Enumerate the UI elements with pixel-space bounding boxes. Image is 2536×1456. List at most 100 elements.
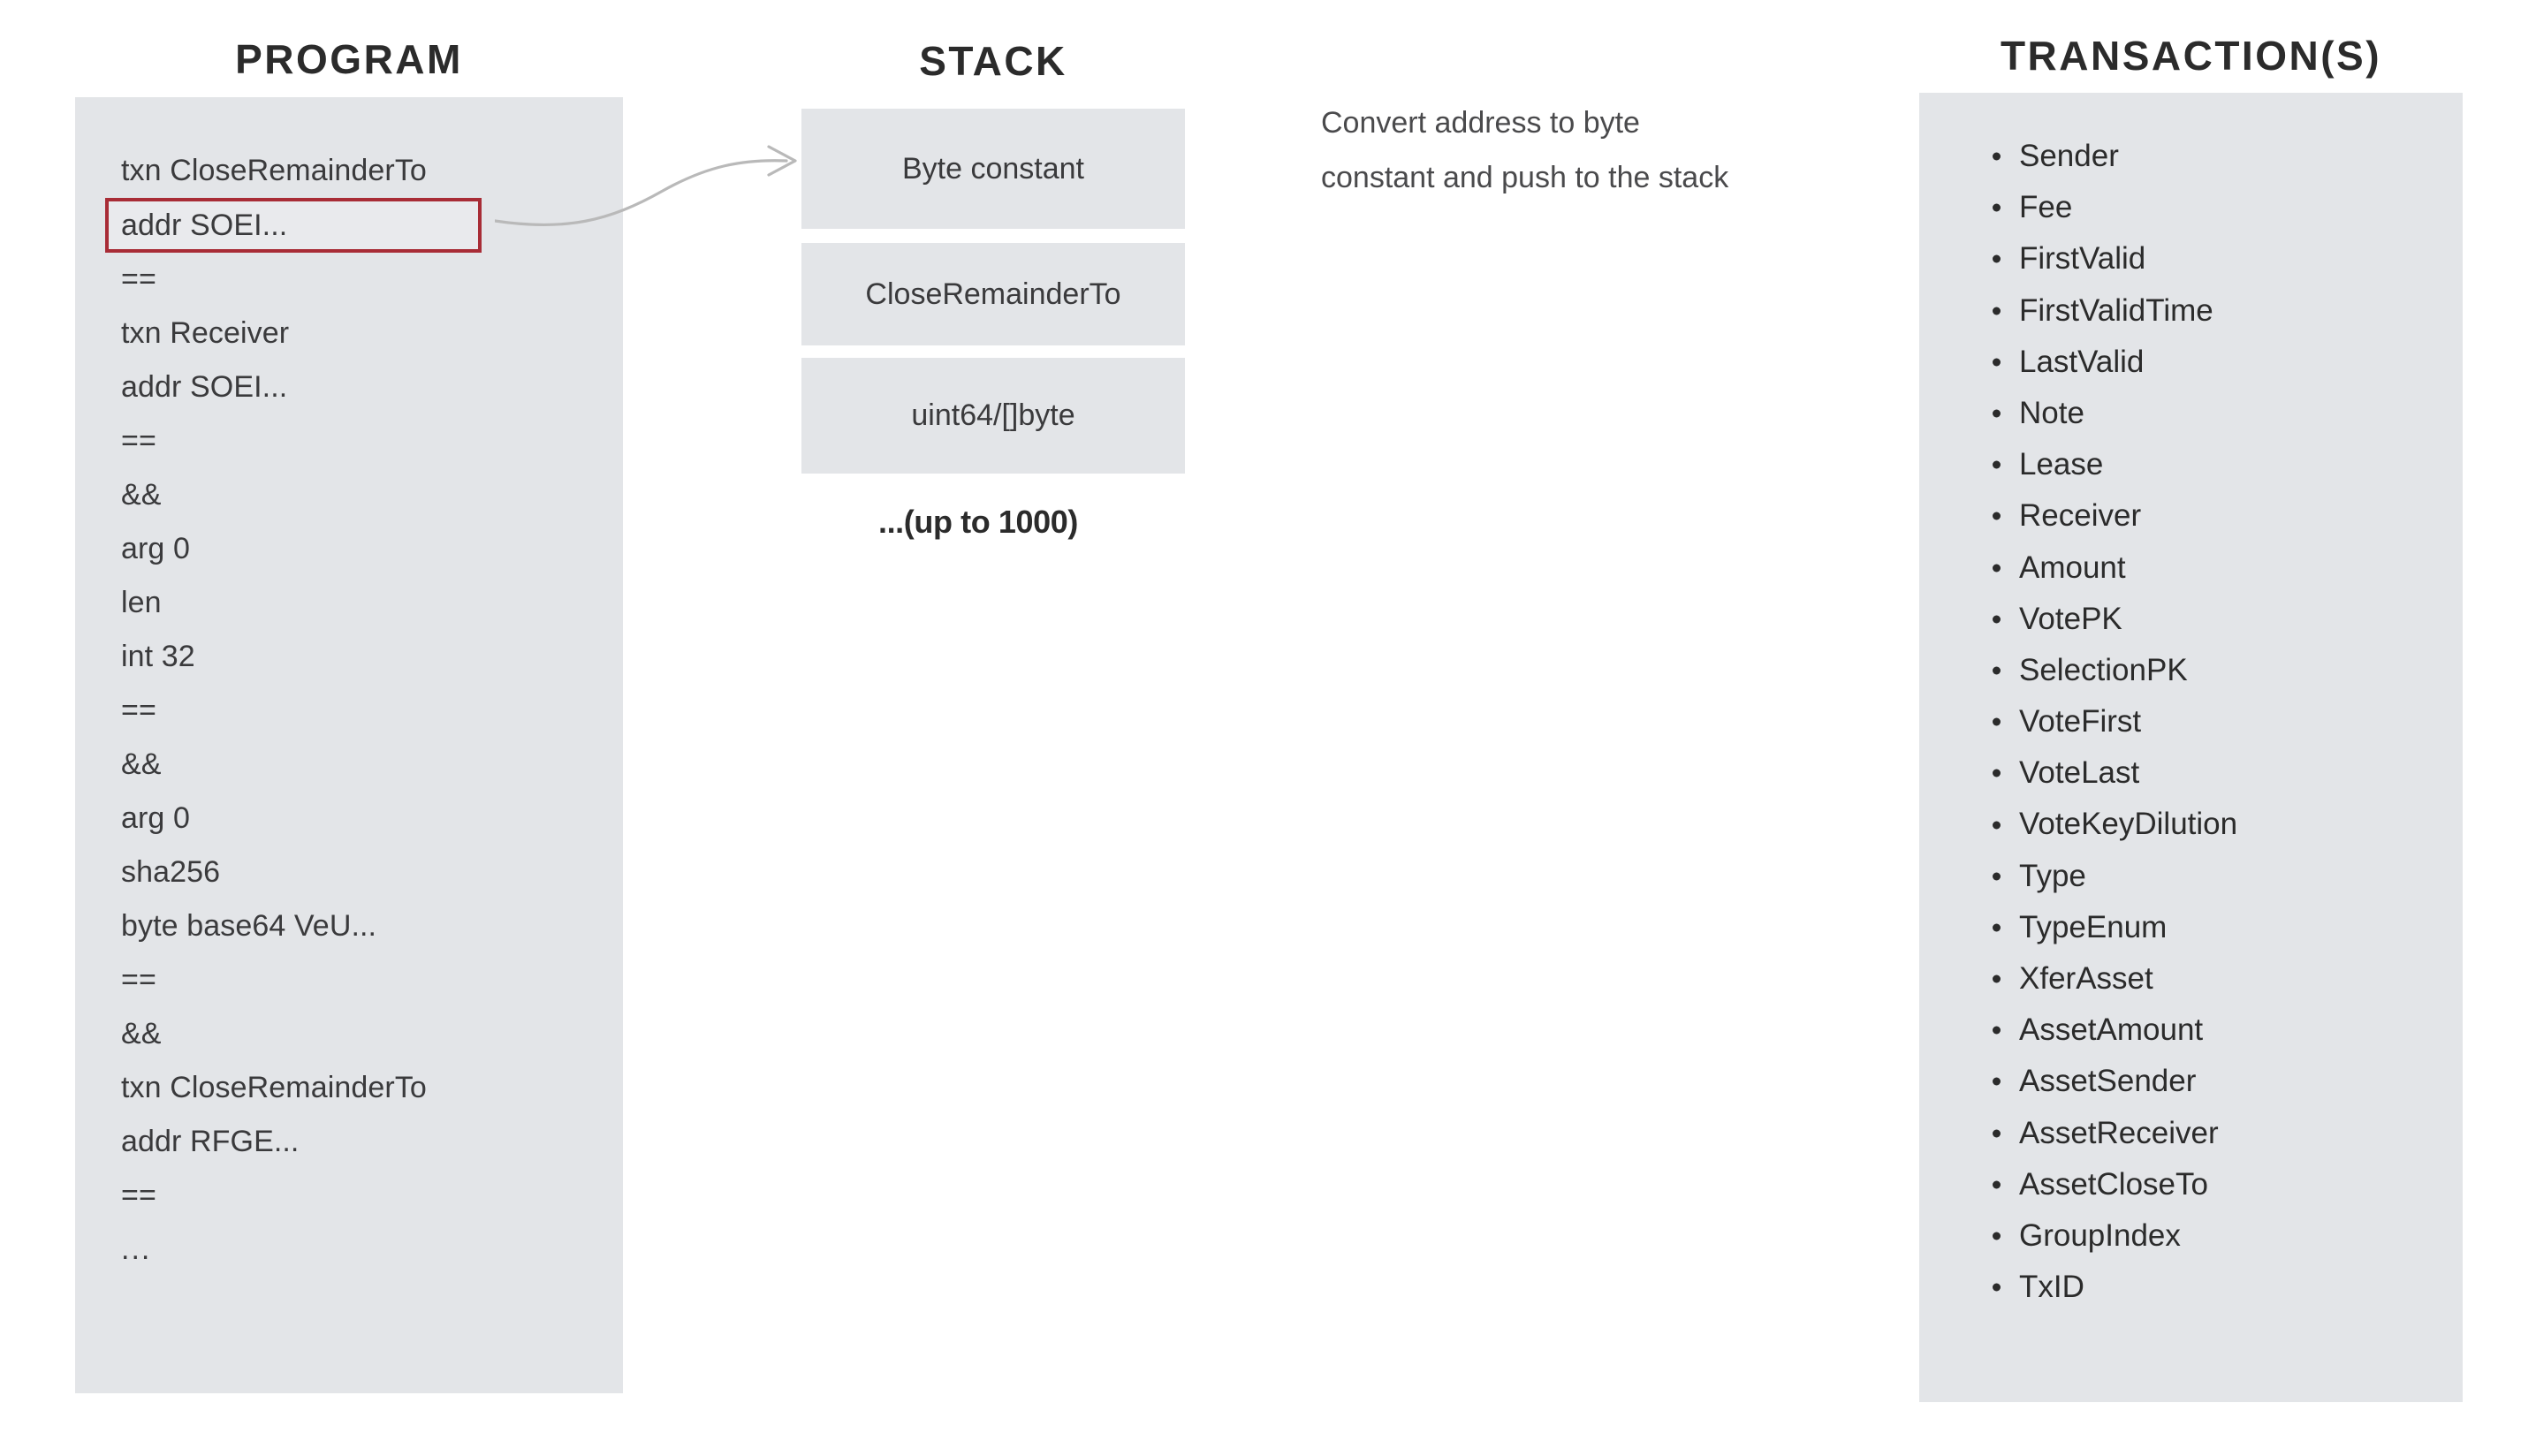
transaction-field-label: TxID [2019, 1270, 2084, 1305]
program-line: == [121, 262, 156, 296]
program-line: ... [121, 1232, 152, 1266]
annotation-line-2: constant and push to the stack [1321, 161, 1729, 194]
transaction-field-item: SelectionPK [1993, 645, 2452, 696]
bullet-icon [1993, 203, 2001, 212]
bullet-icon [1993, 1283, 2001, 1292]
transaction-field-label: TypeEnum [2019, 909, 2168, 944]
program-line: == [121, 424, 156, 458]
transaction-field-item: Type [1993, 851, 2452, 902]
program-line-highlighted: addr SOEI... [105, 198, 482, 253]
transaction-field-label: AssetAmount [2019, 1012, 2204, 1048]
bullet-icon [1993, 460, 2001, 469]
transaction-field-label: VoteKeyDilution [2019, 807, 2238, 842]
transaction-field-item: GroupIndex [1993, 1210, 2452, 1262]
program-line: txn CloseRemainderTo [121, 1071, 427, 1104]
program-line: && [121, 1017, 162, 1050]
program-line: == [121, 963, 156, 997]
program-line: arg 0 [121, 532, 190, 565]
bullet-icon [1993, 872, 2001, 881]
bullet-icon [1993, 564, 2001, 573]
transaction-field-item: AssetReceiver [1993, 1108, 2452, 1159]
transaction-field-item: FirstValidTime [1993, 285, 2452, 337]
transactions-panel [1919, 93, 2463, 1402]
transaction-field-label: FirstValid [2019, 241, 2146, 277]
transaction-field-label: VoteLast [2019, 755, 2140, 791]
program-line: == [121, 694, 156, 727]
program-line: txn CloseRemainderTo [121, 154, 427, 187]
transaction-field-item: TypeEnum [1993, 902, 2452, 953]
bullet-icon [1993, 666, 2001, 675]
transaction-field-label: AssetReceiver [2019, 1115, 2219, 1150]
bullet-icon [1993, 717, 2001, 726]
bullet-icon [1993, 974, 2001, 983]
transaction-field-label: AssetCloseTo [2019, 1166, 2208, 1202]
program-line: byte base64 VeU... [121, 909, 377, 943]
transaction-field-label: VoteFirst [2019, 704, 2142, 739]
transaction-field-label: LastValid [2019, 344, 2145, 379]
bullet-icon [1993, 1180, 2001, 1189]
transaction-field-label: VotePK [2019, 601, 2122, 636]
transaction-field-item: VoteKeyDilution [1993, 799, 2452, 850]
program-line: == [121, 1179, 156, 1212]
bullet-icon [1993, 358, 2001, 367]
transactions-column-title: TRANSACTION(S) [2000, 33, 2382, 79]
transaction-field-item: Fee [1993, 182, 2452, 233]
transaction-field-item: VotePK [1993, 594, 2452, 645]
transaction-field-item: VoteFirst [1993, 696, 2452, 747]
transaction-field-label: Type [2019, 858, 2086, 893]
bullet-icon [1993, 1129, 2001, 1138]
bullet-icon [1993, 409, 2001, 418]
transaction-field-label: GroupIndex [2019, 1217, 2181, 1253]
bullet-icon [1993, 254, 2001, 263]
stack-column-title: STACK [919, 38, 1067, 84]
transaction-field-label: Lease [2019, 447, 2104, 482]
bullet-icon [1993, 1077, 2001, 1086]
bullet-icon [1993, 615, 2001, 624]
transaction-field-item: Note [1993, 388, 2452, 439]
program-line: && [121, 478, 162, 512]
program-panel [75, 97, 623, 1393]
transaction-field-item: Receiver [1993, 490, 2452, 542]
transaction-field-label: Fee [2019, 190, 2073, 225]
stack-box: uint64/[]byte [801, 358, 1185, 474]
transaction-field-item: Sender [1993, 131, 2452, 182]
transaction-field-item: AssetCloseTo [1993, 1159, 2452, 1210]
program-line: sha256 [121, 855, 221, 889]
transaction-field-label: SelectionPK [2019, 652, 2188, 687]
program-line: addr SOEI... [121, 370, 288, 404]
stack-box: Byte constant [801, 109, 1185, 229]
bullet-icon [1993, 1232, 2001, 1240]
transaction-field-label: AssetSender [2019, 1064, 2197, 1099]
program-line: int 32 [121, 640, 195, 673]
transaction-field-item: AssetSender [1993, 1056, 2452, 1107]
transaction-field-item: AssetAmount [1993, 1005, 2452, 1056]
transaction-field-item: Lease [1993, 439, 2452, 490]
transaction-field-item: VoteLast [1993, 747, 2452, 799]
annotation-line-1: Convert address to byte [1321, 106, 1640, 140]
transaction-field-label: XferAsset [2019, 961, 2153, 996]
program-code-list: txn CloseRemainderTo addr SOEI... == txn Re… [105, 144, 616, 1277]
bullet-icon [1993, 512, 2001, 520]
transaction-field-label: Sender [2019, 139, 2119, 173]
transaction-field-item: FirstValid [1993, 233, 2452, 284]
transaction-field-label: Amount [2019, 550, 2126, 585]
transaction-field-label: FirstValidTime [2019, 292, 2213, 328]
bullet-icon [1993, 821, 2001, 830]
program-line: txn Receiver [121, 316, 290, 350]
transaction-field-label: Receiver [2019, 498, 2142, 534]
program-column-title: PROGRAM [235, 36, 463, 82]
bullet-icon [1993, 307, 2001, 315]
transaction-field-label: Note [2019, 395, 2084, 430]
program-line: addr RFGE... [121, 1125, 300, 1158]
bullet-icon [1993, 1026, 2001, 1035]
transaction-field-item: TxID [1993, 1262, 2452, 1313]
stack-more-label: ...(up to 1000) [877, 504, 1079, 540]
program-line: len [121, 586, 162, 619]
transaction-field-item: XferAsset [1993, 953, 2452, 1005]
transaction-field-item: LastValid [1993, 337, 2452, 388]
bullet-icon [1993, 769, 2001, 777]
program-line: arg 0 [121, 801, 190, 835]
program-line: && [121, 747, 162, 781]
